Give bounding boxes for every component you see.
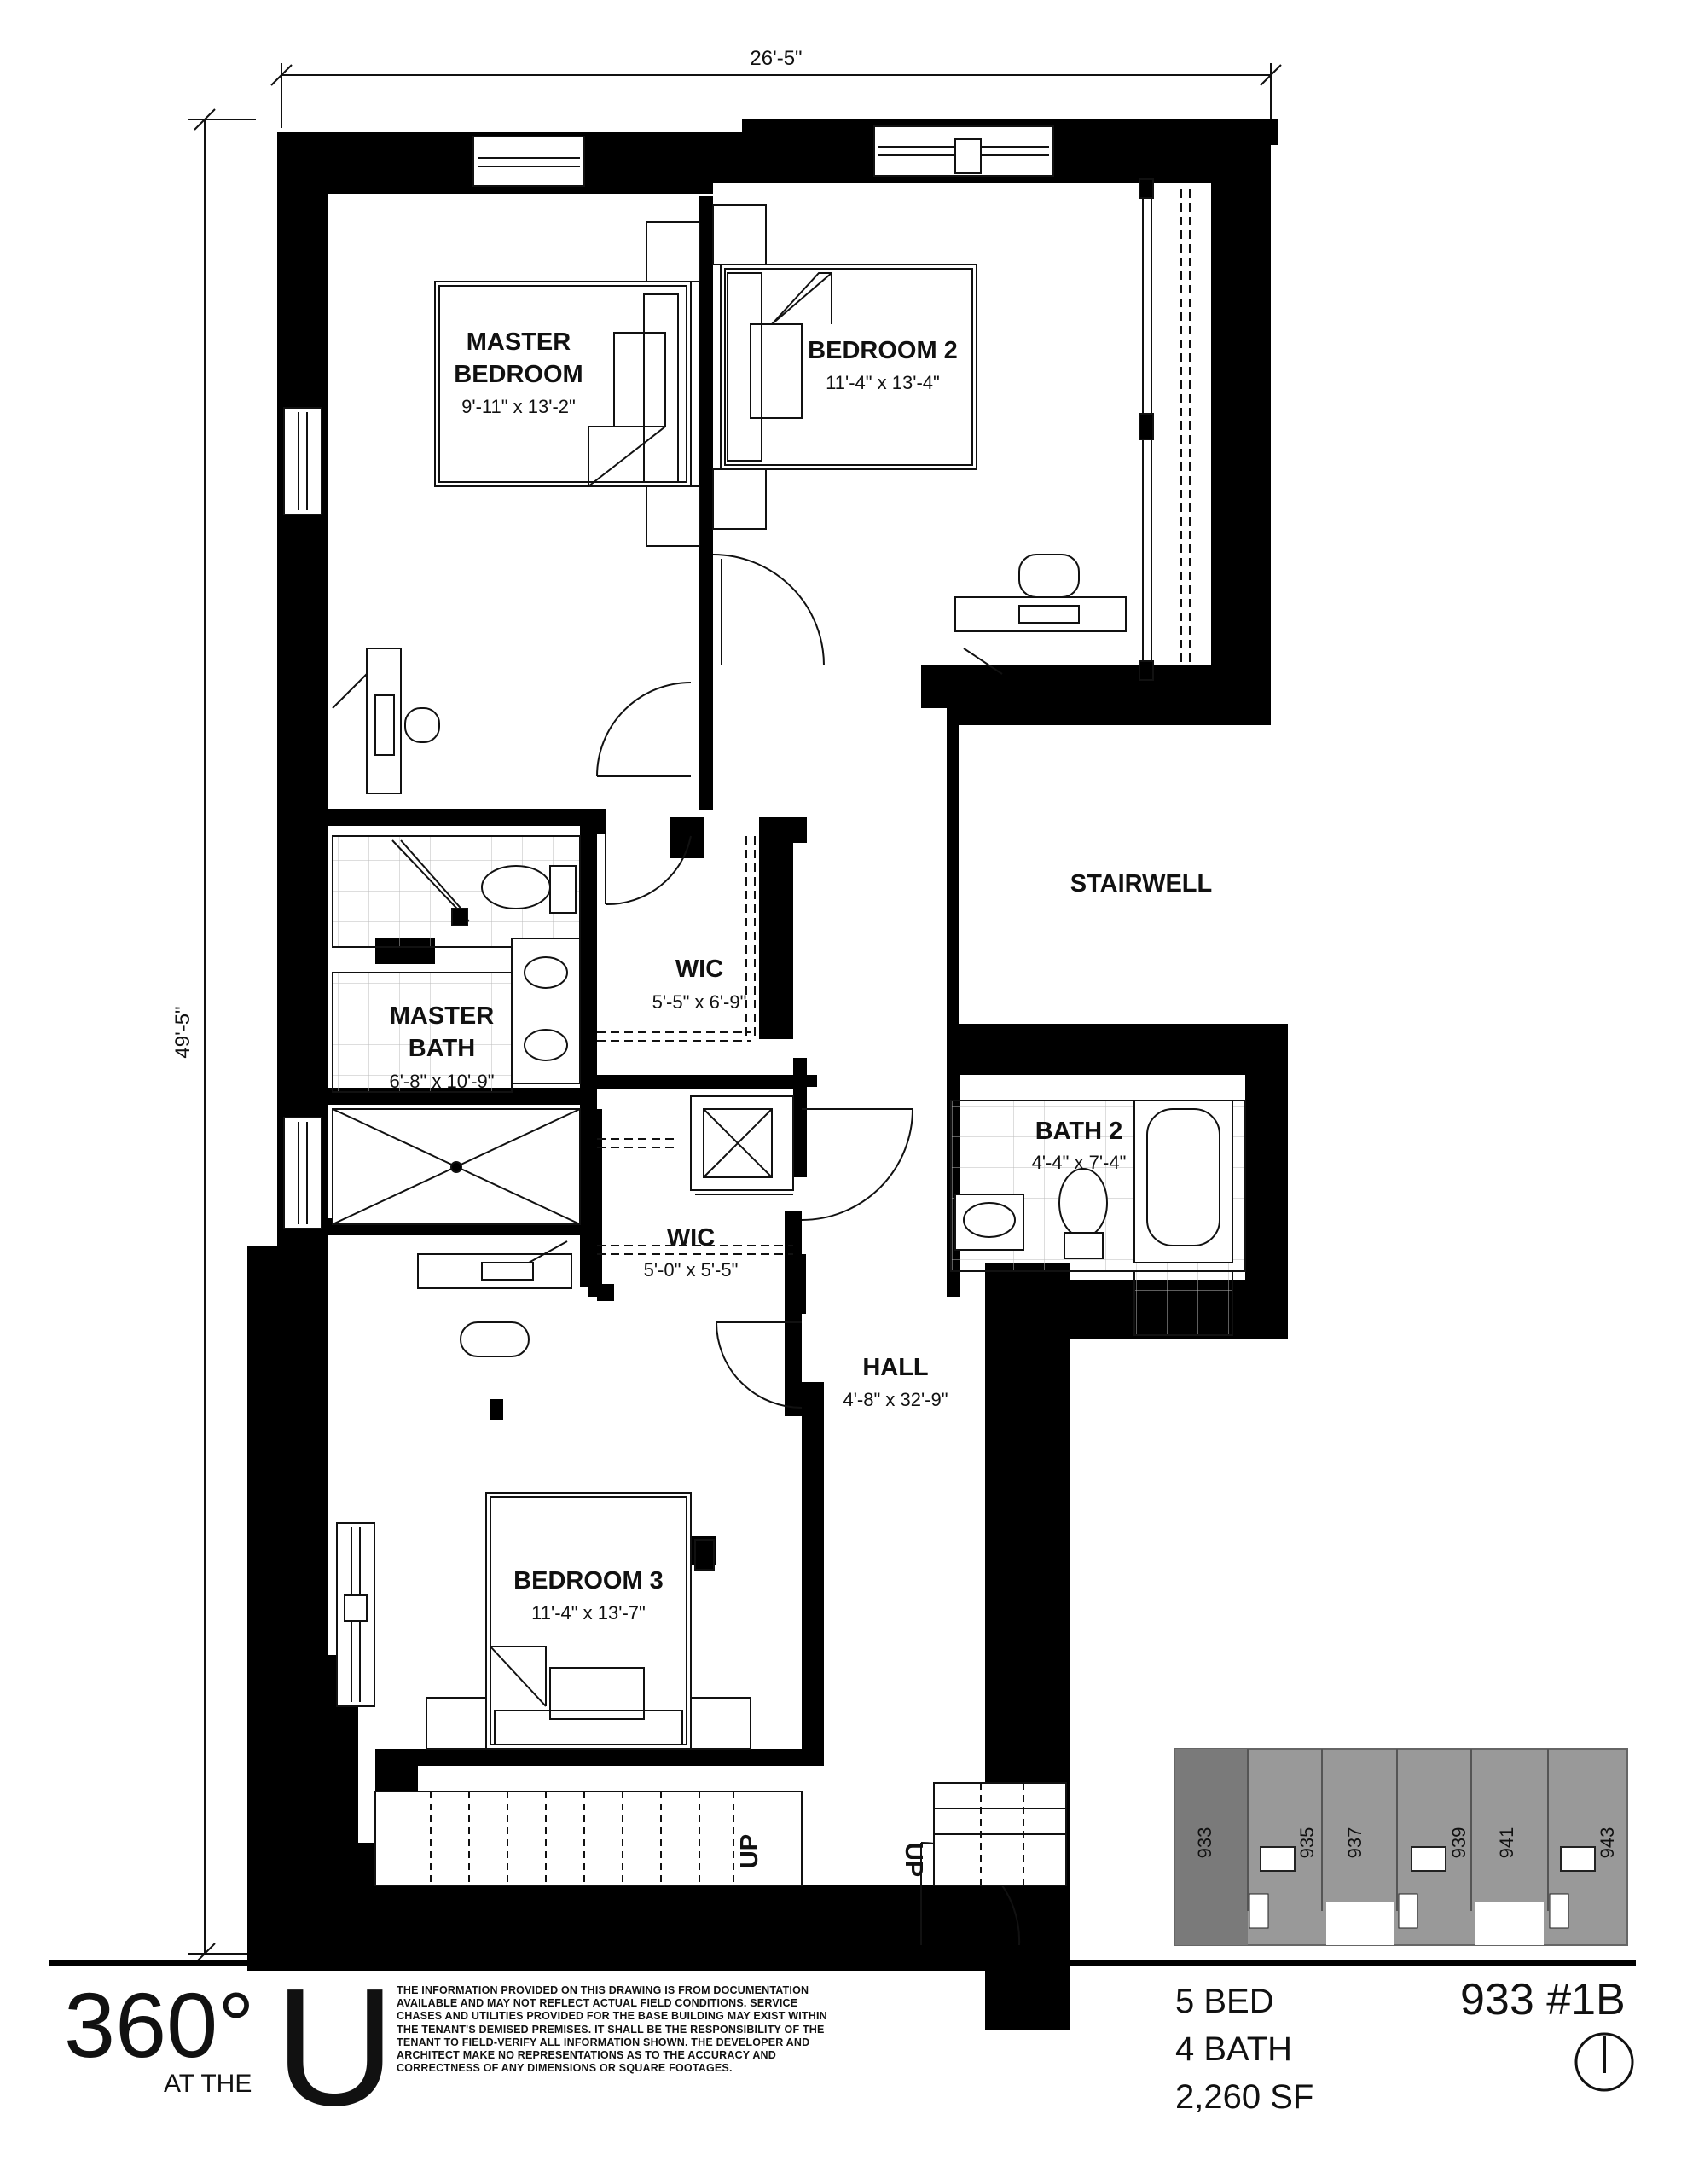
hall-label: HALL — [862, 1354, 928, 1381]
key-unit-941: 941 — [1496, 1827, 1517, 1859]
hall-size: 4'-8" x 32'-9" — [843, 1389, 948, 1410]
bedroom3-bed — [426, 1492, 751, 1750]
beds-count: 5 BED — [1175, 1983, 1274, 2020]
key-plan — [1174, 1748, 1628, 1946]
baths-count: 4 BATH — [1175, 2030, 1293, 2068]
master-bedroom-label-2: BEDROOM — [454, 361, 583, 388]
master-bedroom-size: 9'-11" x 13'-2" — [461, 396, 576, 417]
master-bath-label-2: BATH — [409, 1035, 475, 1062]
stair-up-label-right: UP — [900, 1843, 927, 1877]
brand-360: 360° — [64, 1973, 255, 2077]
wic1-label: WIC — [675, 956, 723, 983]
wic2-label: WIC — [667, 1224, 715, 1252]
bedroom3-label: BEDROOM 3 — [513, 1567, 664, 1594]
key-unit-943: 943 — [1597, 1827, 1618, 1859]
master-bath-label-1: MASTER — [390, 1002, 495, 1030]
key-unit-933: 933 — [1194, 1827, 1215, 1859]
wic1-shelving — [597, 836, 756, 1042]
stairs — [374, 1782, 1067, 1886]
master-bath-fixtures — [332, 835, 581, 1225]
wic2-size: 5'-0" x 5'-5" — [644, 1259, 739, 1281]
bedroom2-label: BEDROOM 2 — [808, 337, 958, 364]
desks — [332, 554, 1127, 1357]
wic2-shelving — [597, 1138, 793, 1255]
depth-dimension — [188, 108, 256, 1965]
unit-specs: 5 BED 4 BATH 2,260 SF — [1175, 1978, 1313, 2121]
laundry — [690, 1095, 794, 1195]
bedroom2-size: 11'-4" x 13'-4" — [826, 372, 940, 393]
brand-u: U — [275, 1954, 396, 2140]
bedroom3-size: 11'-4" x 13'-7" — [531, 1602, 646, 1623]
disclaimer-text: THE INFORMATION PROVIDED ON THIS DRAWING… — [397, 1984, 827, 2075]
master-bed — [434, 221, 700, 547]
key-plan-labels: 933 935 937 939 941 943 — [1194, 1827, 1618, 1859]
wic1-size: 5'-5" x 6'-9" — [652, 991, 747, 1013]
stair-up-label-left: UP — [736, 1834, 763, 1868]
key-unit-937: 937 — [1344, 1827, 1365, 1859]
square-footage: 2,260 SF — [1175, 2078, 1314, 2116]
bedroom2-bed — [712, 204, 977, 530]
north-arrow-icon — [1573, 2030, 1636, 2098]
bath2-fixtures — [950, 1100, 1246, 1336]
windows — [283, 125, 1054, 1707]
bath2-label: BATH 2 — [1035, 1118, 1123, 1145]
unit-number: 933 #1B — [1460, 1975, 1626, 2024]
width-label: 26'-5" — [750, 47, 802, 70]
depth-label: 49'-5" — [171, 1006, 194, 1058]
bedroom2-closet — [1139, 178, 1191, 681]
footer-rule — [49, 1960, 1636, 1966]
master-bedroom-label-1: MASTER — [467, 328, 571, 356]
key-unit-935: 935 — [1296, 1827, 1318, 1859]
bath2-size: 4'-4" x 7'-4" — [1032, 1152, 1127, 1173]
master-bath-size: 6'-8" x 10'-9" — [389, 1071, 494, 1092]
key-unit-939: 939 — [1448, 1827, 1470, 1859]
width-dimension — [270, 63, 1282, 128]
brand-at-the: AT THE — [164, 2070, 252, 2098]
stairwell-label: STAIRWELL — [1070, 870, 1212, 897]
